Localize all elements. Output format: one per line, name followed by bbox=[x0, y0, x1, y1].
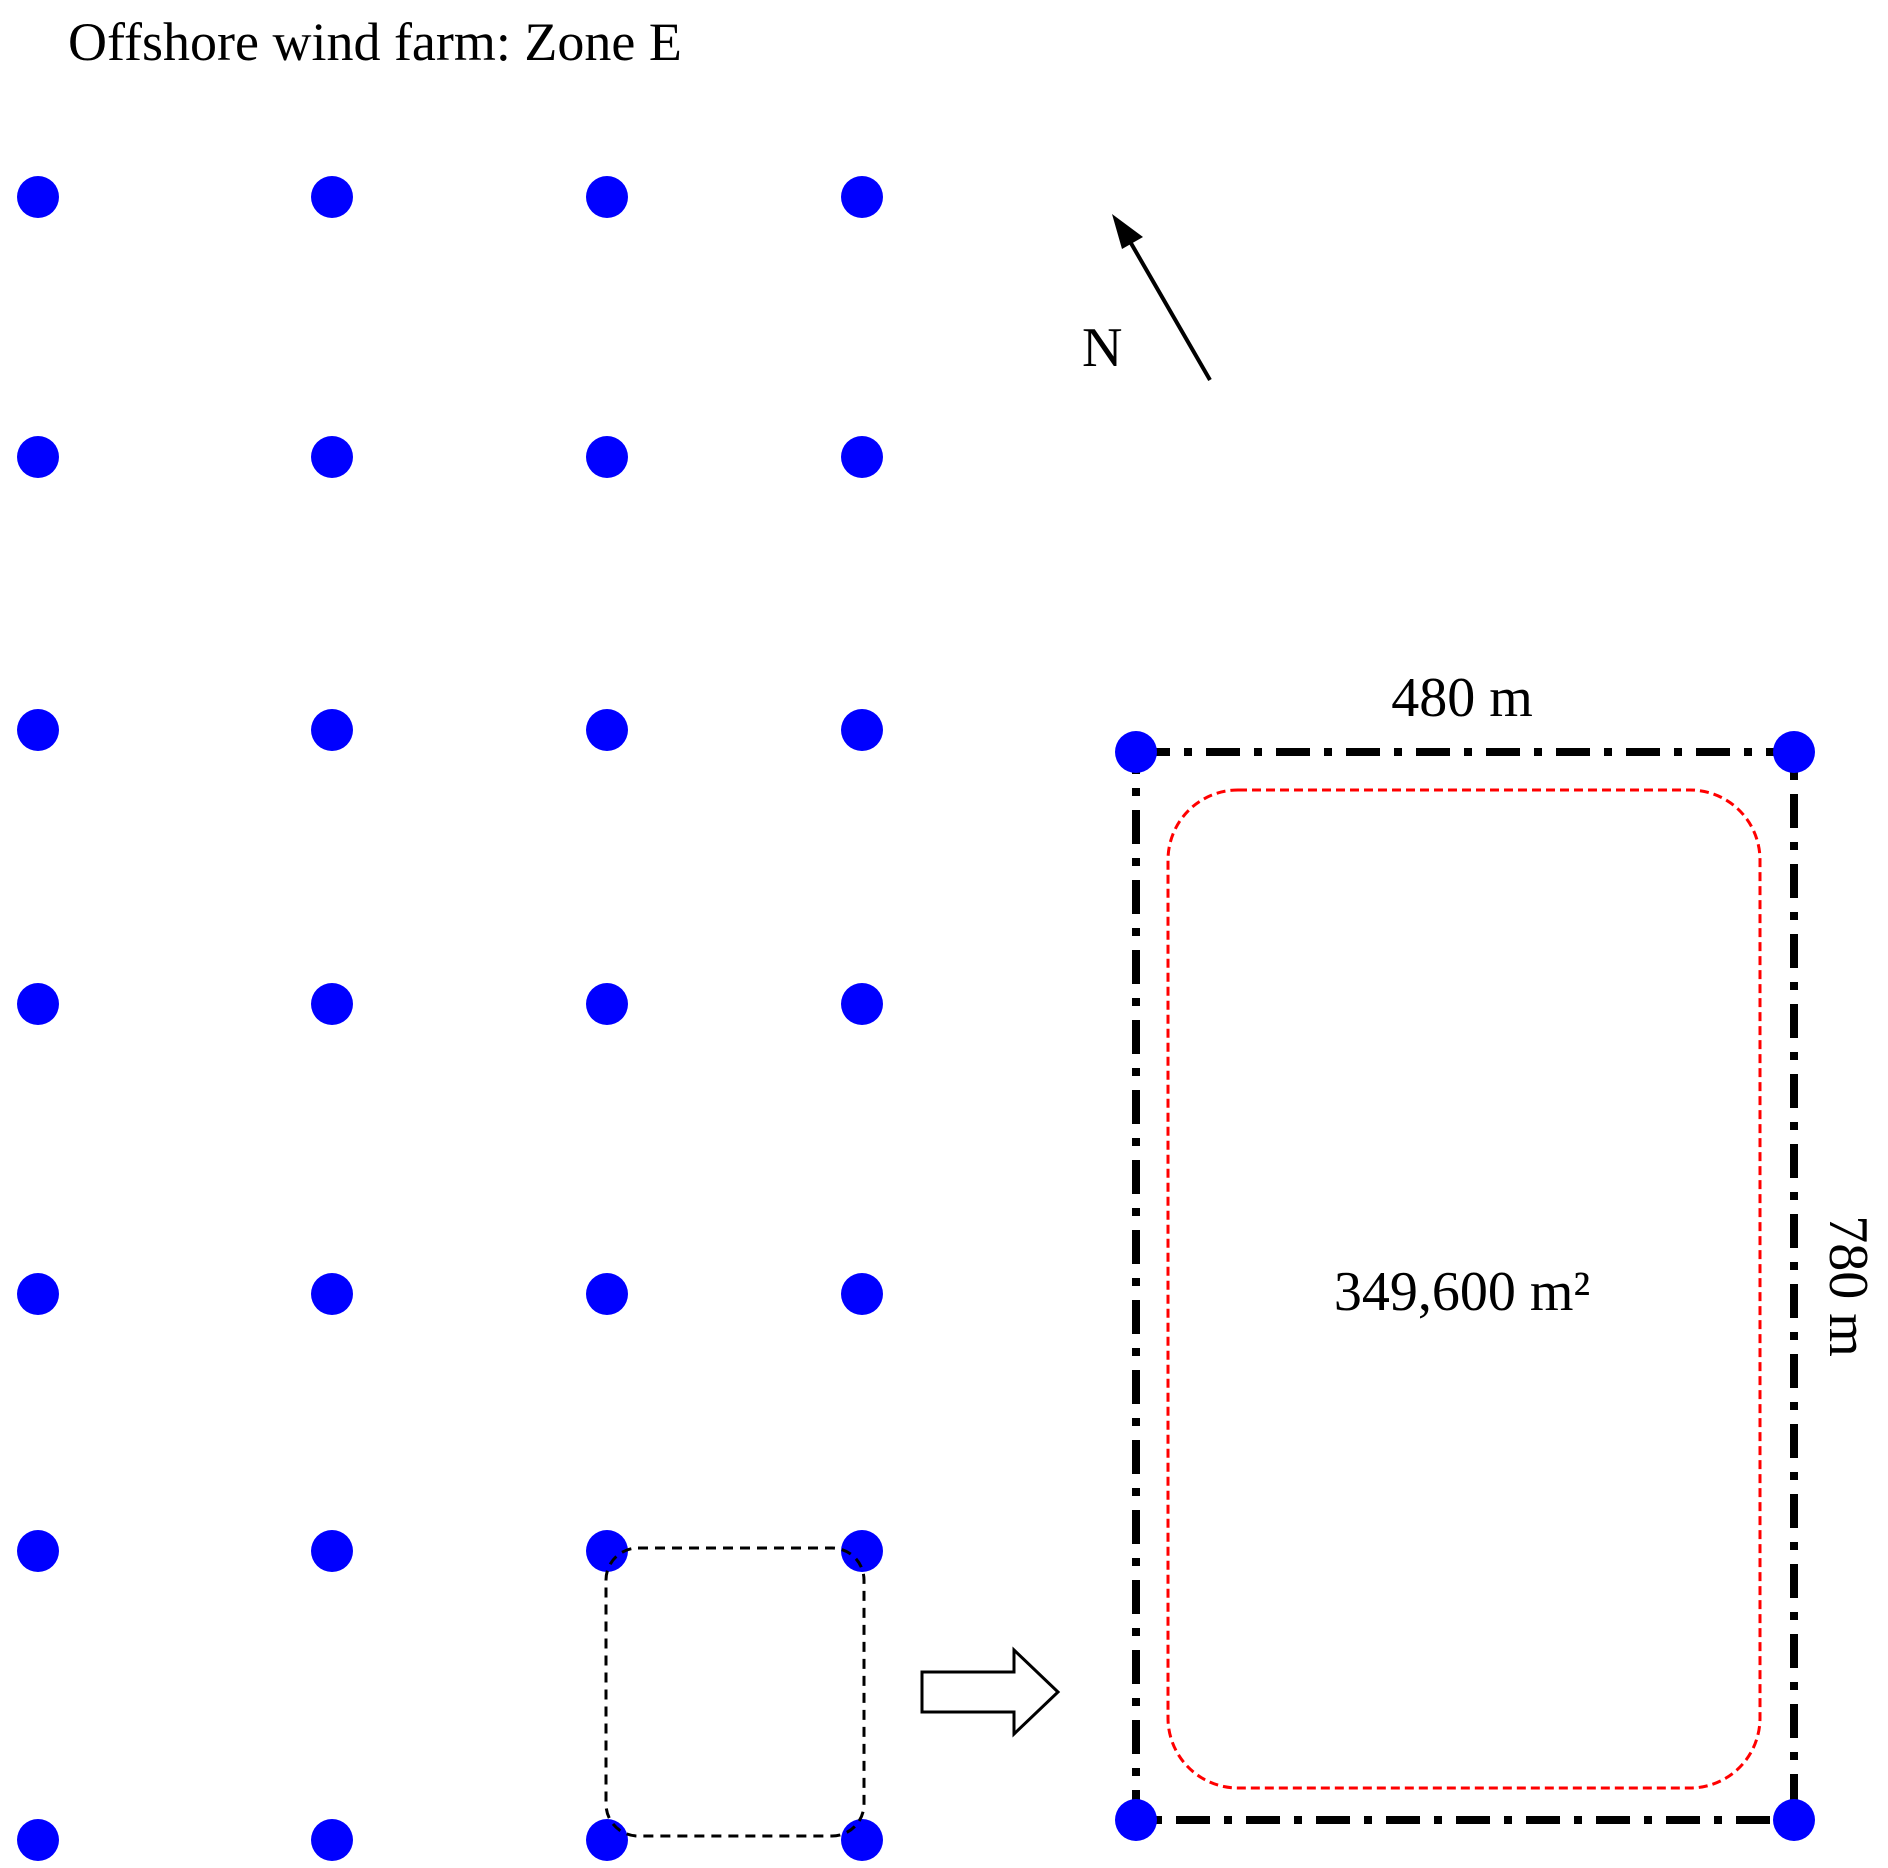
area-label: 349,600 m² bbox=[1334, 1261, 1590, 1323]
corner-turbine bbox=[1115, 1799, 1157, 1841]
turbine-marker bbox=[586, 1819, 628, 1861]
turbine-marker bbox=[841, 1819, 883, 1861]
turbine-marker bbox=[586, 1530, 628, 1572]
buffer-zone-outline bbox=[1166, 788, 1762, 1790]
turbine-marker bbox=[311, 983, 353, 1025]
turbine-marker bbox=[311, 1819, 353, 1861]
turbine-grid bbox=[17, 176, 883, 1861]
turbine-marker bbox=[586, 1273, 628, 1315]
turbine-marker bbox=[311, 1530, 353, 1572]
turbine-marker bbox=[586, 983, 628, 1025]
diagram-title: Offshore wind farm: Zone E bbox=[68, 12, 682, 72]
turbine-marker bbox=[841, 983, 883, 1025]
turbine-marker bbox=[586, 709, 628, 751]
turbine-marker bbox=[586, 436, 628, 478]
turbine-marker bbox=[311, 1273, 353, 1315]
turbine-marker bbox=[17, 176, 59, 218]
zoom-arrow-icon bbox=[920, 1646, 1061, 1738]
turbine-marker bbox=[841, 1273, 883, 1315]
turbine-marker bbox=[841, 1530, 883, 1572]
width-label: 480 m bbox=[1391, 667, 1533, 729]
turbine-marker bbox=[841, 436, 883, 478]
turbine-marker bbox=[17, 1273, 59, 1315]
turbine-marker bbox=[17, 436, 59, 478]
turbine-marker bbox=[311, 709, 353, 751]
turbine-marker bbox=[841, 709, 883, 751]
north-label: N bbox=[1082, 317, 1122, 379]
turbine-marker bbox=[311, 436, 353, 478]
north-arrow-icon bbox=[1112, 214, 1212, 382]
turbine-marker bbox=[17, 709, 59, 751]
turbine-marker bbox=[311, 176, 353, 218]
selected-cell-outline bbox=[604, 1546, 866, 1838]
corner-turbine bbox=[1773, 1799, 1815, 1841]
corner-turbine bbox=[1115, 731, 1157, 773]
turbine-marker bbox=[17, 1530, 59, 1572]
height-label: 780 m bbox=[1817, 1215, 1879, 1357]
north-indicator: N bbox=[1082, 214, 1212, 382]
cell-boundary bbox=[1132, 748, 1798, 1824]
turbine-marker bbox=[17, 983, 59, 1025]
turbine-marker bbox=[17, 1819, 59, 1861]
enlarged-cell: 480 m 780 m 349,600 m² bbox=[1115, 667, 1879, 1841]
turbine-marker bbox=[841, 176, 883, 218]
turbine-marker bbox=[586, 176, 628, 218]
corner-turbine bbox=[1773, 731, 1815, 773]
